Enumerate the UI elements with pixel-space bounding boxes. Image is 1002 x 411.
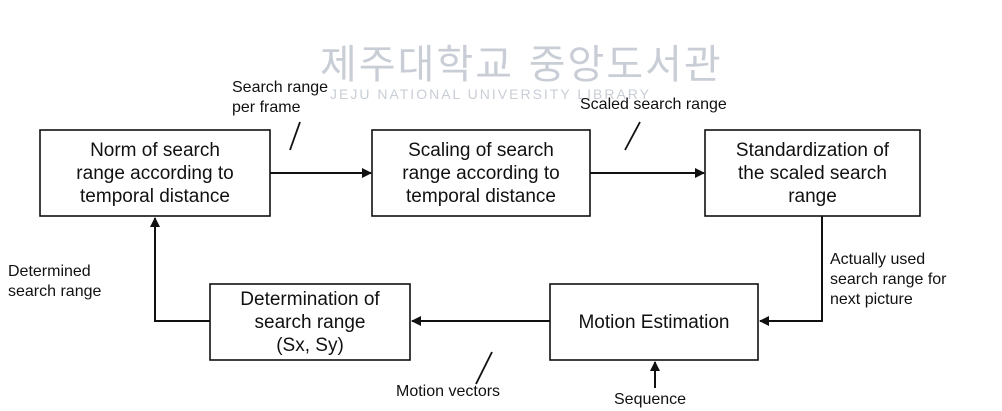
label-determined-line-2: search range: [8, 283, 102, 300]
norm-line-1: Norm of search: [90, 139, 220, 161]
label-actually-used-line-1: Actually used: [830, 251, 926, 268]
watermark-korean: 제주대학교 중앙도서관: [320, 42, 723, 88]
label-scaled-search-range: Scaled search range: [580, 96, 727, 113]
standardization-box: [704, 129, 921, 217]
label-search-range-line-2: per frame: [232, 99, 301, 116]
slash-search-range-per-frame: [289, 121, 301, 151]
watermark-english: JEJU NATIONAL UNIVERSITY LIBRARY: [330, 86, 651, 102]
norm-box: [39, 129, 271, 217]
slash-scaled-search-range: [624, 121, 641, 151]
label-search-range-line-1: Search range: [232, 79, 329, 96]
standardization-line-1: Standardization of: [735, 139, 890, 161]
determination-box: [209, 283, 411, 361]
standardization-line-2: the scaled search: [738, 162, 887, 184]
motion-estimation-box-label: Motion Estimation: [550, 284, 758, 360]
norm-line-2: range according to: [76, 162, 234, 184]
determination-line-2: search range: [254, 311, 366, 333]
scaling-box-label: Scaling of search range according to tem…: [372, 130, 590, 216]
motion-estimation-line-1: Motion Estimation: [578, 311, 730, 333]
arrow-standardization-to-motion: [759, 216, 823, 326]
standardization-line-3: range: [788, 185, 837, 207]
standardization-box-label: Standardization of the scaled search ran…: [705, 130, 920, 216]
slash-motion-vectors: [475, 351, 493, 385]
scaling-line-2: range according to: [402, 162, 560, 184]
label-determined-line-1: Determined: [8, 263, 91, 280]
determination-box-label: Determination of search range (Sx, Sy): [210, 284, 410, 360]
arrow-determination-to-norm: [150, 217, 210, 322]
determination-line-1: Determination of: [240, 288, 380, 310]
scaling-line-3: temporal distance: [406, 185, 556, 207]
label-actually-used-line-3: next picture: [830, 291, 913, 308]
determination-params: (Sx, Sy): [276, 334, 344, 356]
motion-estimation-box: [549, 283, 759, 361]
norm-line-3: temporal distance: [80, 185, 230, 207]
label-actually-used: Actually used search range for next pict…: [830, 250, 947, 310]
label-determined-search-range: Determined search range: [8, 262, 101, 302]
label-motion-vectors: Motion vectors: [396, 383, 501, 400]
label-actually-used-line-2: search range for: [830, 271, 947, 288]
label-search-range-per-frame: Search range per frame: [232, 78, 328, 118]
scaling-line-1: Scaling of search: [408, 139, 554, 161]
norm-box-label: Norm of search range according to tempor…: [40, 130, 270, 216]
label-sequence: Sequence: [614, 391, 687, 408]
